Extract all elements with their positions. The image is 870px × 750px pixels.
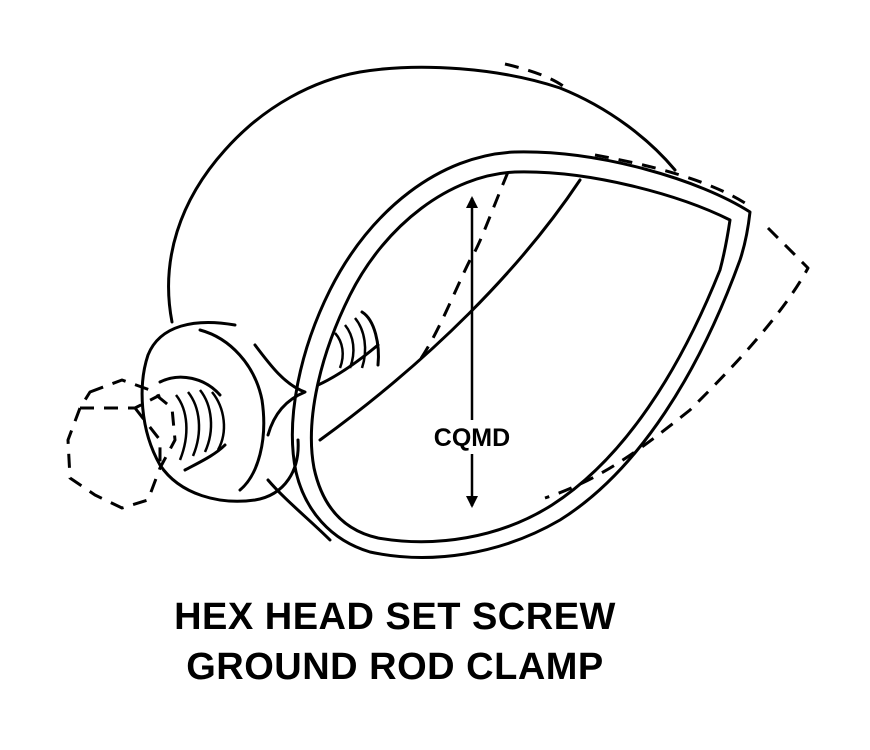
clamp-body-outline	[167, 65, 677, 324]
clamp-ring-inner	[309, 170, 732, 544]
boss-lower-fillet	[266, 478, 332, 542]
screw-tip-thread-1	[354, 317, 367, 369]
screw-thread-4	[211, 391, 226, 451]
screw-boss-face	[198, 328, 266, 492]
caption-line-1: HEX HEAD SET SCREW	[174, 596, 616, 638]
clamp-neck-fillet	[253, 343, 307, 437]
rod-hidden-edge-top	[594, 153, 749, 207]
screw-tip-thread-3	[334, 332, 344, 369]
screw-shank-top	[158, 375, 222, 397]
screw-thread-3	[175, 394, 188, 461]
clamp-top-hidden-edge	[504, 62, 570, 92]
screw-thread-1	[199, 389, 213, 453]
hex-head-outline	[66, 378, 177, 510]
dimension-label: CQMD	[434, 424, 510, 452]
dimension-label-background	[418, 420, 526, 454]
screw-shank-bottom	[183, 443, 227, 472]
hex-head-edge-2	[133, 407, 162, 468]
caption-line-2: GROUND ROD CLAMP	[186, 646, 604, 688]
screw-boss	[140, 321, 300, 503]
screw-tip-outline	[360, 310, 380, 367]
clamp-ring-outer	[290, 150, 752, 559]
screw-thread-2	[187, 391, 201, 457]
rod-contact-curve	[318, 178, 582, 442]
rod-hidden-edge-right	[544, 226, 810, 500]
screw-tip-thread-2	[344, 324, 355, 369]
hex-head-edge-1	[80, 393, 161, 410]
